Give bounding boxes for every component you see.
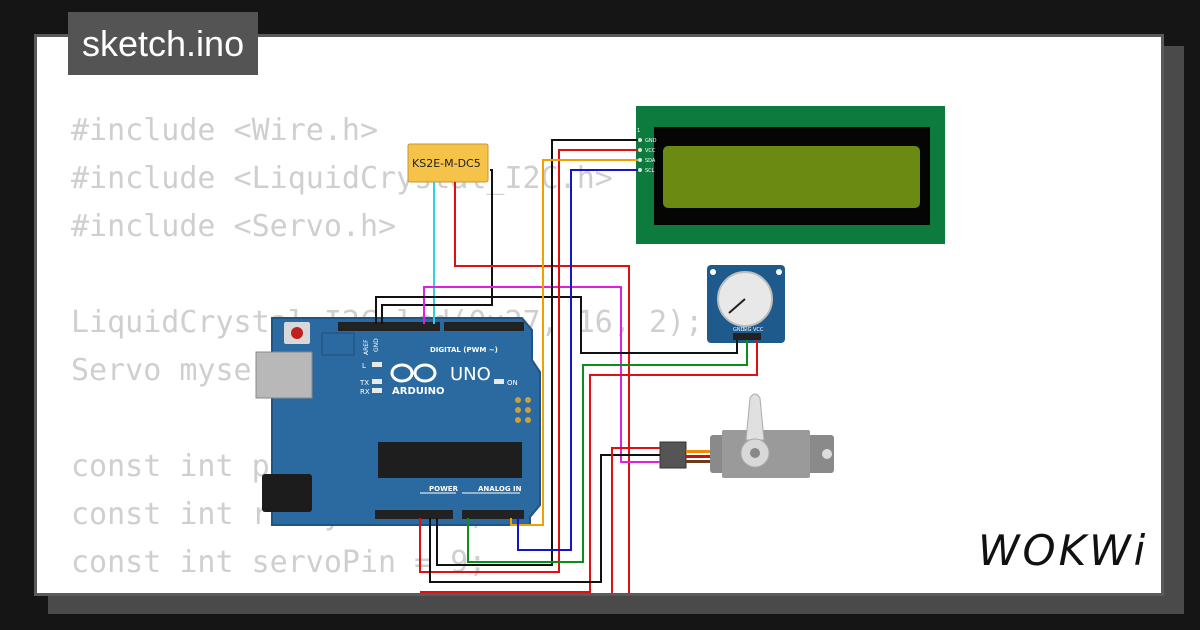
project-card[interactable]: #include <Wire.h>#include <LiquidCrystal…: [34, 34, 1164, 596]
tx-led: [372, 379, 382, 384]
lcd-pin-header: [638, 138, 642, 172]
digital-header-1: [338, 322, 440, 331]
tx-led-label: TX: [359, 379, 369, 387]
analog-label: ANALOG IN: [478, 485, 522, 493]
lcd-pin-gnd: GND: [645, 138, 657, 144]
code-line: #include <Wire.h>: [71, 113, 379, 148]
on-led-label: ON: [507, 379, 518, 387]
reset-button[interactable]: [291, 327, 303, 339]
file-tab[interactable]: sketch.ino: [68, 12, 259, 75]
lcd-screen: [663, 146, 920, 208]
pot-pin-vcc: VCC: [753, 327, 764, 333]
icsp2-header: [515, 397, 531, 423]
lcd-pin1-label: 1: [637, 128, 640, 134]
code-line: const int servoPin = 9;: [71, 545, 487, 580]
board-model: UNO: [450, 364, 491, 385]
on-led: [494, 379, 504, 384]
lcd-1602-i2c[interactable]: 1 GND VCC SDA SCL: [636, 106, 945, 244]
aref-label: AREF: [363, 339, 370, 355]
analog-header: [462, 510, 524, 519]
code-line: #include <Servo.h>: [71, 209, 397, 244]
power-label: POWER: [429, 485, 459, 493]
digital-header-2: [444, 322, 524, 331]
l-led-label: L: [362, 362, 366, 370]
power-header: [375, 510, 453, 519]
pot-pin-gnd: GND: [733, 327, 745, 333]
wires: [375, 139, 758, 593]
usb-port: [255, 351, 313, 399]
l-led: [372, 362, 382, 367]
relay-module[interactable]: KS2E-M-DC5: [407, 143, 489, 183]
relay-label: KS2E-M-DC5: [412, 157, 481, 170]
wokwi-logo: WOKWi: [978, 526, 1149, 575]
potentiometer[interactable]: GND SIG VCC: [707, 265, 785, 343]
pot-pin-sig: SIG: [743, 327, 752, 333]
servo-motor[interactable]: [659, 393, 834, 478]
digital-label: DIGITAL (PWM ~): [430, 346, 498, 354]
icsp-header: [321, 332, 355, 356]
atmega-chip: [378, 442, 522, 478]
power-jack: [262, 474, 312, 512]
lcd-pin-scl: SCL: [645, 168, 655, 174]
lcd-pin-sda: SDA: [645, 158, 656, 164]
board-brand: ARDUINO: [392, 386, 444, 397]
rx-led-label: RX: [360, 388, 370, 396]
gnd-label: GND: [373, 338, 380, 352]
arduino-logo-icon: [390, 363, 437, 383]
lcd-pin-vcc: VCC: [645, 148, 656, 154]
rx-led: [372, 388, 382, 393]
arduino-uno-board[interactable]: DIGITAL (PWM ~) AREF GND L TX RX ON UNO …: [255, 317, 541, 526]
